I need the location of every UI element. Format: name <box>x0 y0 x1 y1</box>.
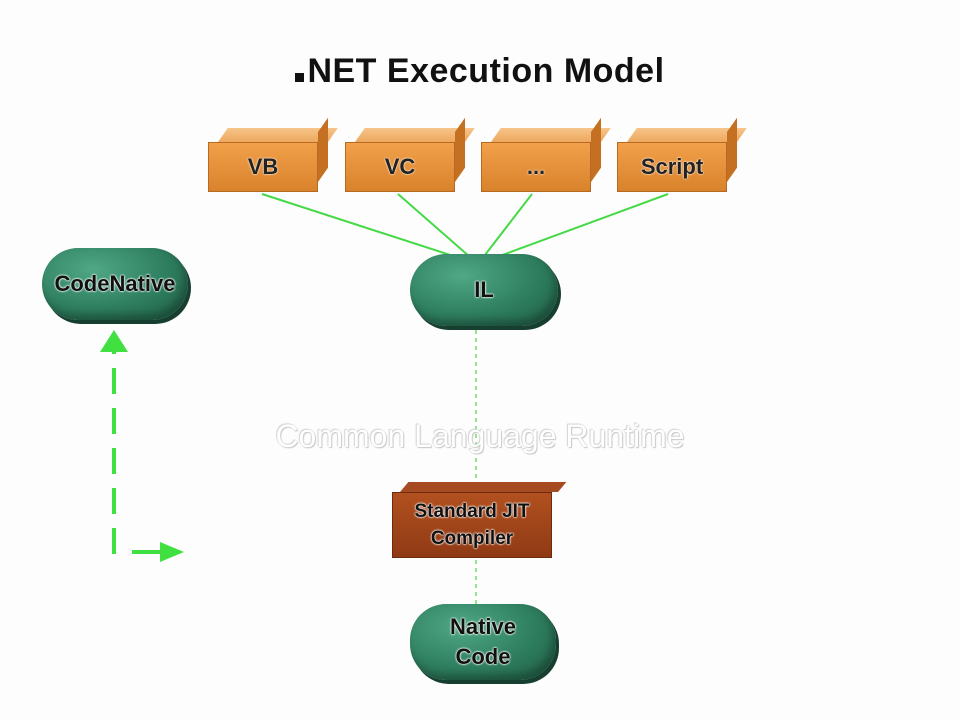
page-title: NET Execution Model <box>0 52 960 91</box>
language-box-script: Script <box>617 117 747 192</box>
title-bullet <box>295 73 305 82</box>
native-code-node: Native Code <box>410 604 556 680</box>
language-box-vb: VB <box>208 117 338 192</box>
language-label: Script <box>617 142 727 192</box>
code-native-label: CodeNative <box>54 271 176 296</box>
flow-arrowhead-up <box>100 330 128 352</box>
title-text: NET Execution Model <box>307 52 665 90</box>
language-box-other: ... <box>481 117 611 192</box>
language-box-vc: VC <box>345 117 475 192</box>
connector-dots-il <box>477 193 533 265</box>
language-label: VB <box>208 142 318 192</box>
native-label-line2: Code <box>455 644 511 669</box>
language-label: VC <box>345 142 455 192</box>
connector-script-il <box>477 193 669 265</box>
language-label: ... <box>481 142 591 192</box>
jit-compiler-label: Standard JIT Compiler <box>392 492 552 558</box>
flow-arrowhead-right <box>160 542 184 562</box>
il-label: IL <box>474 277 494 302</box>
runtime-label: Common Language Runtime <box>275 418 685 454</box>
native-label-line1: Native <box>449 614 517 639</box>
jit-label-line2: Compiler <box>430 528 514 549</box>
il-node: IL <box>410 254 558 326</box>
code-native-node: CodeNative <box>42 248 188 320</box>
connector-vb-il <box>261 193 479 265</box>
connector-vc-il <box>397 193 479 265</box>
jit-compiler-box: Standard JIT Compiler <box>392 482 567 558</box>
jit-label-line1: Standard JIT <box>414 501 530 522</box>
